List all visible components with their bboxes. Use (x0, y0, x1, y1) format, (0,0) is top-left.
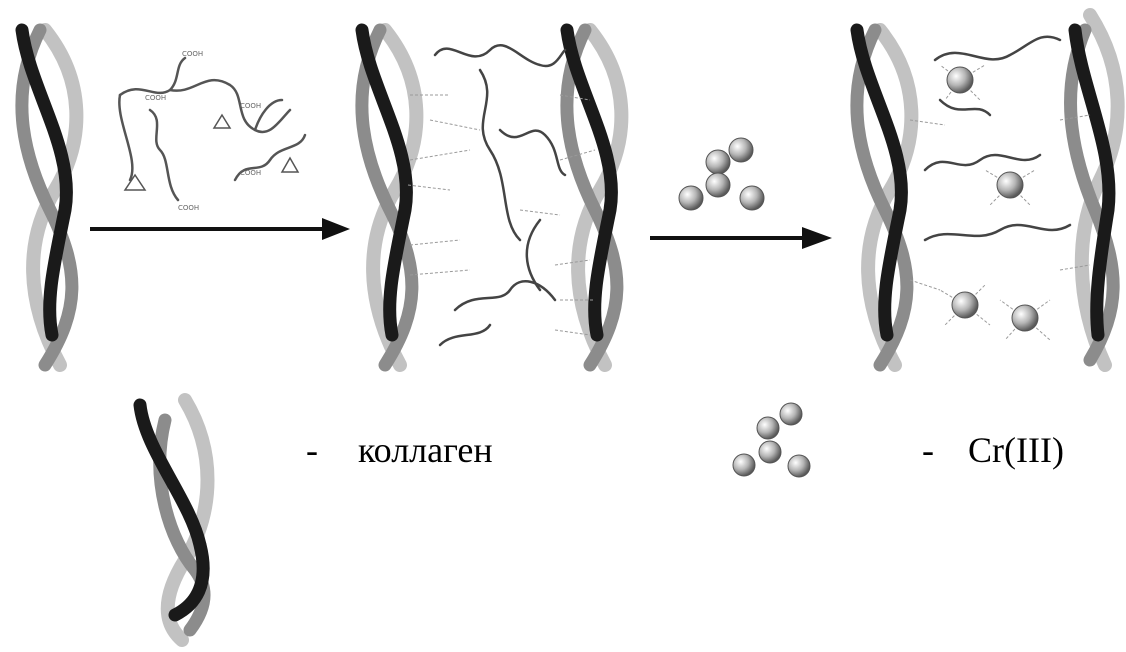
legend-collagen-icon (140, 400, 208, 640)
reagent-group-labels: COOH COOH COOH COOH COOH (145, 50, 261, 212)
collagen-helix-4 (857, 30, 911, 365)
reagent-label: COOH (240, 102, 261, 110)
reagent-label: COOH (182, 50, 203, 58)
chromium-ions-group (679, 138, 764, 210)
reagent-label: COOH (240, 169, 261, 177)
legend-chromium-dash: - (922, 432, 934, 468)
collagen-helix-5 (1071, 15, 1118, 365)
collagen-helix-1 (22, 30, 76, 365)
legend-chromium-label: Cr(III) (968, 432, 1064, 468)
legend-chromium-icon (733, 403, 810, 477)
reaction-arrow-2 (650, 227, 832, 249)
reaction-arrow-1 (90, 218, 350, 240)
reagent-label: COOH (178, 204, 199, 212)
polymer-reagent (119, 58, 305, 200)
collagen-helix-3 (567, 30, 621, 365)
crosslinked-polymer-network (435, 45, 565, 345)
collagen-helix-2 (362, 30, 416, 365)
tanned-polymer-network (925, 37, 1070, 240)
legend-collagen-dash: - (306, 432, 318, 468)
legend-collagen-label: коллаген (358, 432, 493, 468)
coordination-bonds (910, 65, 1090, 340)
reagent-label: COOH (145, 94, 166, 102)
